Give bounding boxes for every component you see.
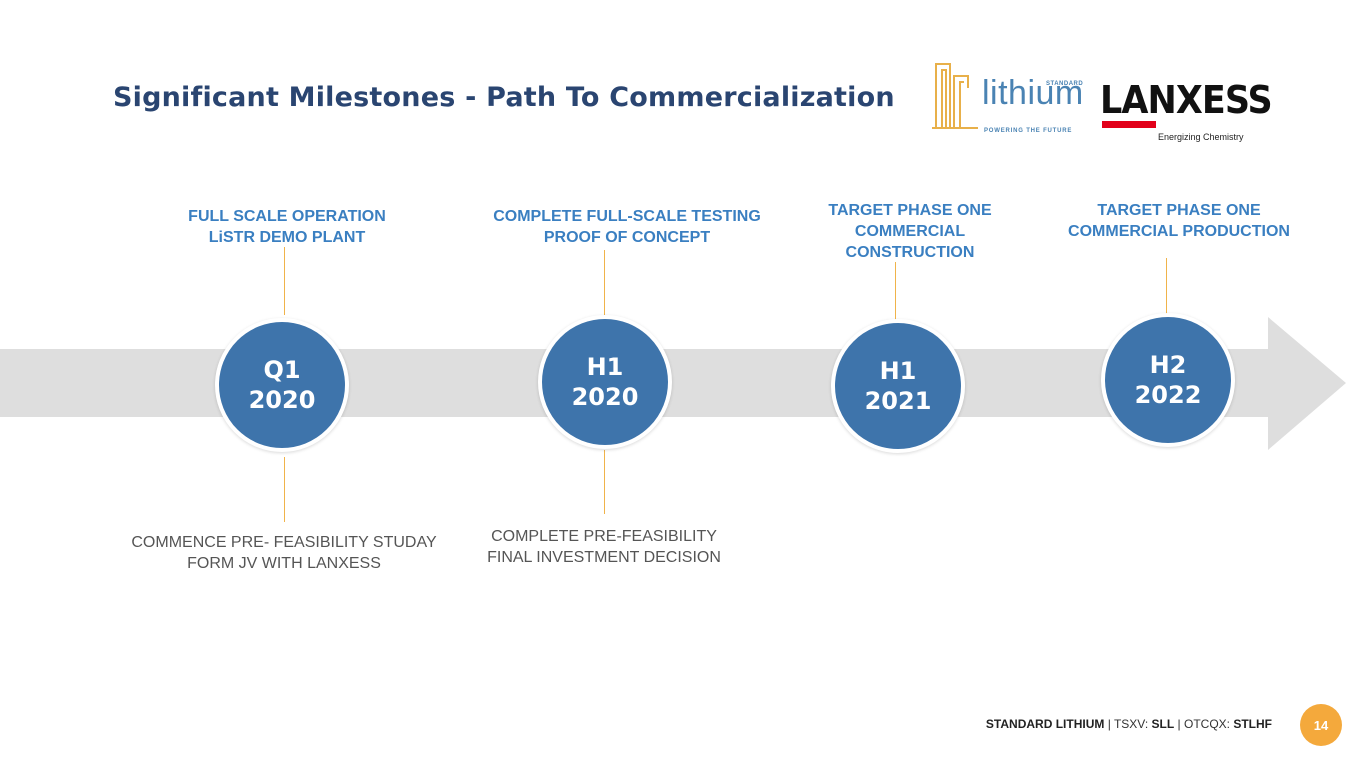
milestone-bottom-label-2: COMPLETE PRE-FEASIBILITY FINAL INVESTMEN… <box>487 528 721 566</box>
connector-line-top-1 <box>284 247 285 315</box>
milestone-h1-2021: H1 2021 <box>831 319 965 453</box>
milestone-period: H2 <box>1149 351 1187 379</box>
milestone-h2-2022: H2 2022 <box>1101 313 1235 447</box>
milestone-top-label-1: FULL SCALE OPERATION LiSTR DEMO PLANT <box>188 208 386 246</box>
connector-line-top-4 <box>1166 258 1167 316</box>
milestone-period: H1 <box>586 353 624 381</box>
footer-tsxv-value: SLL <box>1151 717 1175 731</box>
milestone-q1-2020: Q1 2020 <box>215 318 349 452</box>
milestone-period: H1 <box>879 357 917 385</box>
milestone-top-label-4: TARGET PHASE ONE COMMERCIAL PRODUCTION <box>1068 202 1290 240</box>
footer-company: STANDARD LITHIUM <box>985 717 1105 731</box>
milestone-bottom-label-1: COMMENCE PRE- FEASIBILITY STUDAY FORM JV… <box>131 534 437 572</box>
connector-line-bottom-2 <box>604 450 605 514</box>
milestone-year: 2020 <box>571 383 639 411</box>
footer-tsxv-label: TSXV: <box>1113 717 1152 731</box>
footer-otc-label: OTCQX: <box>1183 717 1234 731</box>
standard-lithium-logo: lithium STANDARD POWERING THE FUTURE <box>930 58 1090 134</box>
connector-line-top-2 <box>604 250 605 315</box>
lithium-standard-text: STANDARD <box>1046 81 1084 87</box>
lanxess-wordmark: LANXESS <box>1100 78 1273 122</box>
lanxess-tagline: Energizing Chemistry <box>1158 132 1244 142</box>
footer-separator: | <box>1174 717 1184 731</box>
lanxess-red-bar <box>1102 121 1156 128</box>
milestone-h1-2020: H1 2020 <box>538 315 672 449</box>
lanxess-logo: LANXESS Energizing Chemistry <box>1100 78 1273 148</box>
connector-line-top-3 <box>895 262 896 320</box>
page-number-badge: 14 <box>1300 704 1342 746</box>
footer-otc-value: STLHF <box>1233 717 1272 731</box>
milestone-year: 2021 <box>864 387 932 415</box>
footer-ticker: STANDARD LITHIUM | TSXV: SLL | OTCQX: ST… <box>986 717 1272 731</box>
milestone-period: Q1 <box>263 356 301 384</box>
connector-line-bottom-1 <box>284 457 285 522</box>
slide-title: Significant Milestones - Path To Commerc… <box>113 82 895 113</box>
footer-separator: | <box>1104 717 1114 731</box>
milestone-year: 2020 <box>248 386 316 414</box>
lithium-wordmark: lithium <box>982 74 1084 112</box>
milestone-year: 2022 <box>1134 381 1202 409</box>
milestone-top-label-3: TARGET PHASE ONE COMMERCIAL CONSTRUCTION <box>828 202 992 261</box>
lithium-tagline: POWERING THE FUTURE <box>984 128 1073 134</box>
lithium-building-icon <box>932 63 978 129</box>
milestone-top-label-2: COMPLETE FULL-SCALE TESTING PROOF OF CON… <box>493 208 761 246</box>
